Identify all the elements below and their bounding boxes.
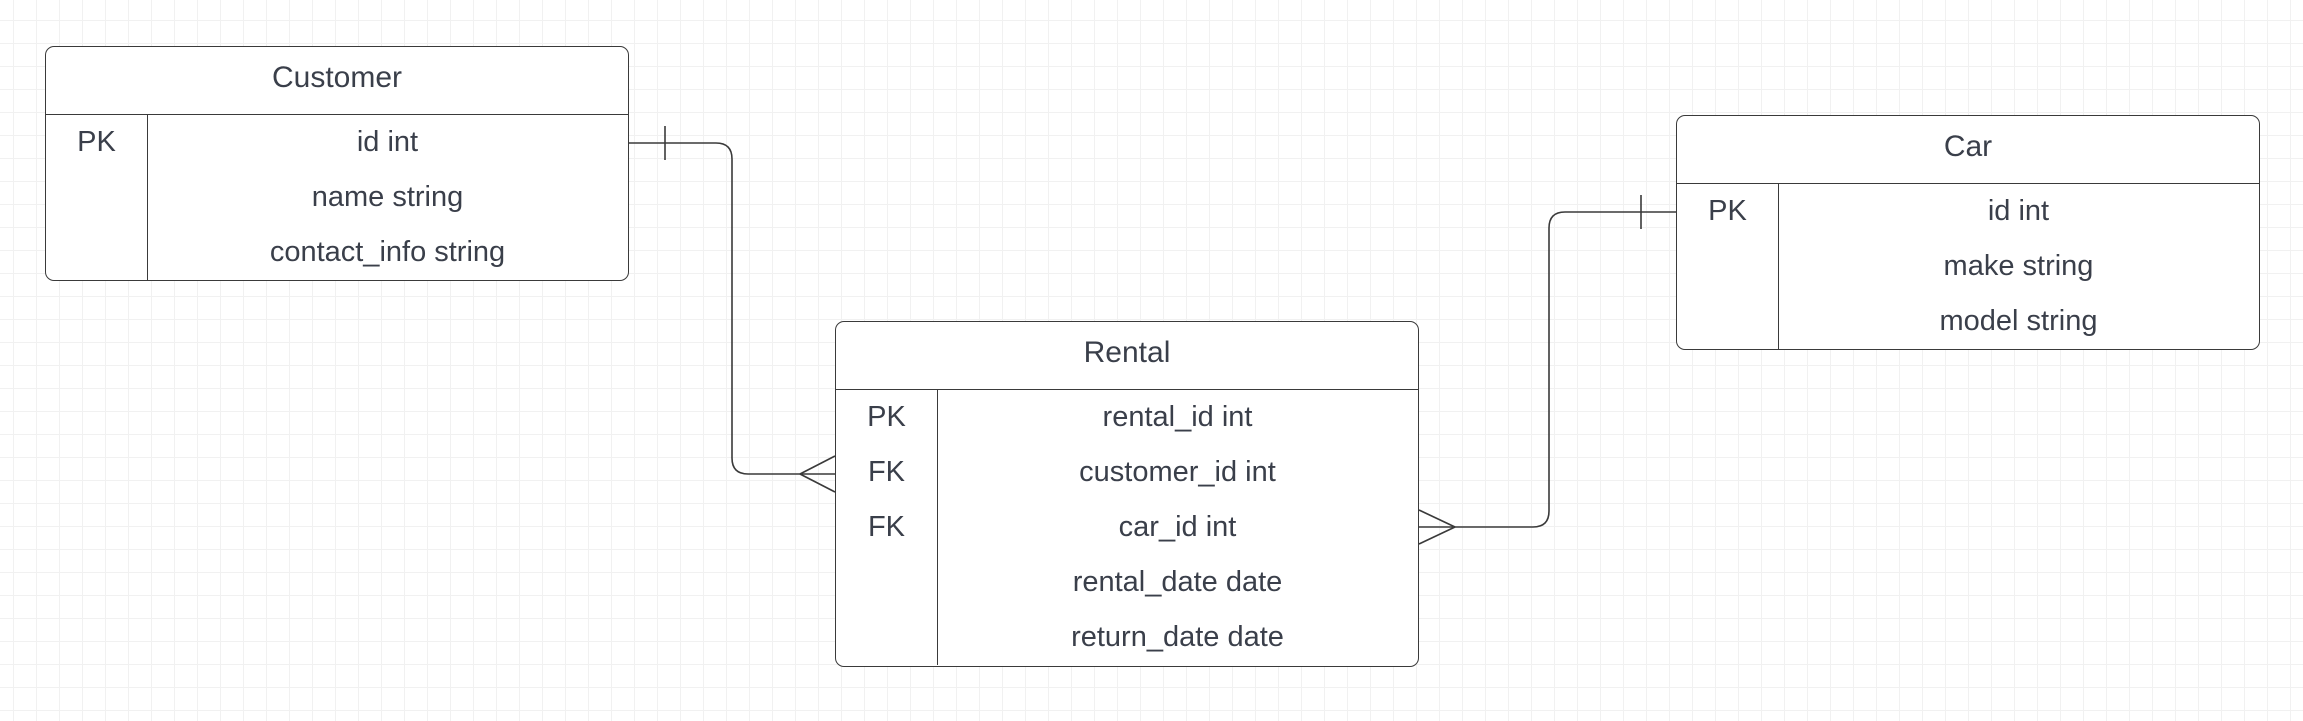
key-column-divider (937, 390, 938, 665)
entity-row[interactable]: PK rental_id int (836, 390, 1418, 445)
row-key: PK (77, 126, 116, 158)
row-key: PK (1708, 195, 1747, 227)
row-field: rental_date date (1072, 566, 1283, 598)
entity-row[interactable]: FK car_id int (836, 500, 1418, 555)
entity-body: PK id int make string model string (1677, 184, 2259, 349)
entity-row[interactable]: FK customer_id int (836, 445, 1418, 500)
row-key: PK (867, 401, 906, 433)
row-field: customer_id int (1079, 456, 1276, 488)
rental-car-many-marker-top (1418, 509, 1456, 528)
entity-rental[interactable]: Rental PK rental_id int FK customer_id i… (835, 321, 1419, 667)
car-rental-connector[interactable] (1455, 211, 1676, 528)
customer-rental-connector[interactable] (629, 142, 800, 475)
row-field: model string (1939, 305, 2098, 337)
row-field: make string (1943, 250, 2094, 282)
entity-row[interactable]: contact_info string (46, 225, 628, 280)
row-key: FK (867, 456, 906, 488)
entity-row[interactable]: make string (1677, 239, 2259, 294)
entity-customer[interactable]: Customer PK id int name string contact_i… (45, 46, 629, 281)
entity-row[interactable]: model string (1677, 294, 2259, 349)
key-column-divider (147, 115, 148, 280)
row-field: car_id int (1118, 511, 1237, 543)
row-field: id int (1987, 195, 2050, 227)
entity-row[interactable]: return_date date (836, 610, 1418, 665)
row-field: return_date date (1071, 621, 1284, 653)
entity-body: PK rental_id int FK customer_id int FK c… (836, 390, 1418, 665)
entity-row[interactable]: PK id int (1677, 184, 2259, 239)
rental-many-marker-top (799, 455, 836, 475)
key-column-divider (1778, 184, 1779, 349)
row-field: name string (311, 181, 464, 213)
entity-row[interactable]: rental_date date (836, 555, 1418, 610)
entity-title: Customer (46, 47, 628, 115)
entity-body: PK id int name string contact_info strin… (46, 115, 628, 280)
rental-car-many-marker-bottom (1418, 526, 1456, 545)
rental-many-marker-bottom (799, 473, 836, 493)
row-field: rental_id int (1102, 401, 1253, 433)
entity-car[interactable]: Car PK id int make string model string (1676, 115, 2260, 350)
row-field: id int (356, 126, 419, 158)
row-field: contact_info string (269, 236, 506, 268)
row-key: FK (867, 511, 906, 543)
entity-row[interactable]: PK id int (46, 115, 628, 170)
entity-title: Car (1677, 116, 2259, 184)
entity-row[interactable]: name string (46, 170, 628, 225)
entity-title: Rental (836, 322, 1418, 390)
